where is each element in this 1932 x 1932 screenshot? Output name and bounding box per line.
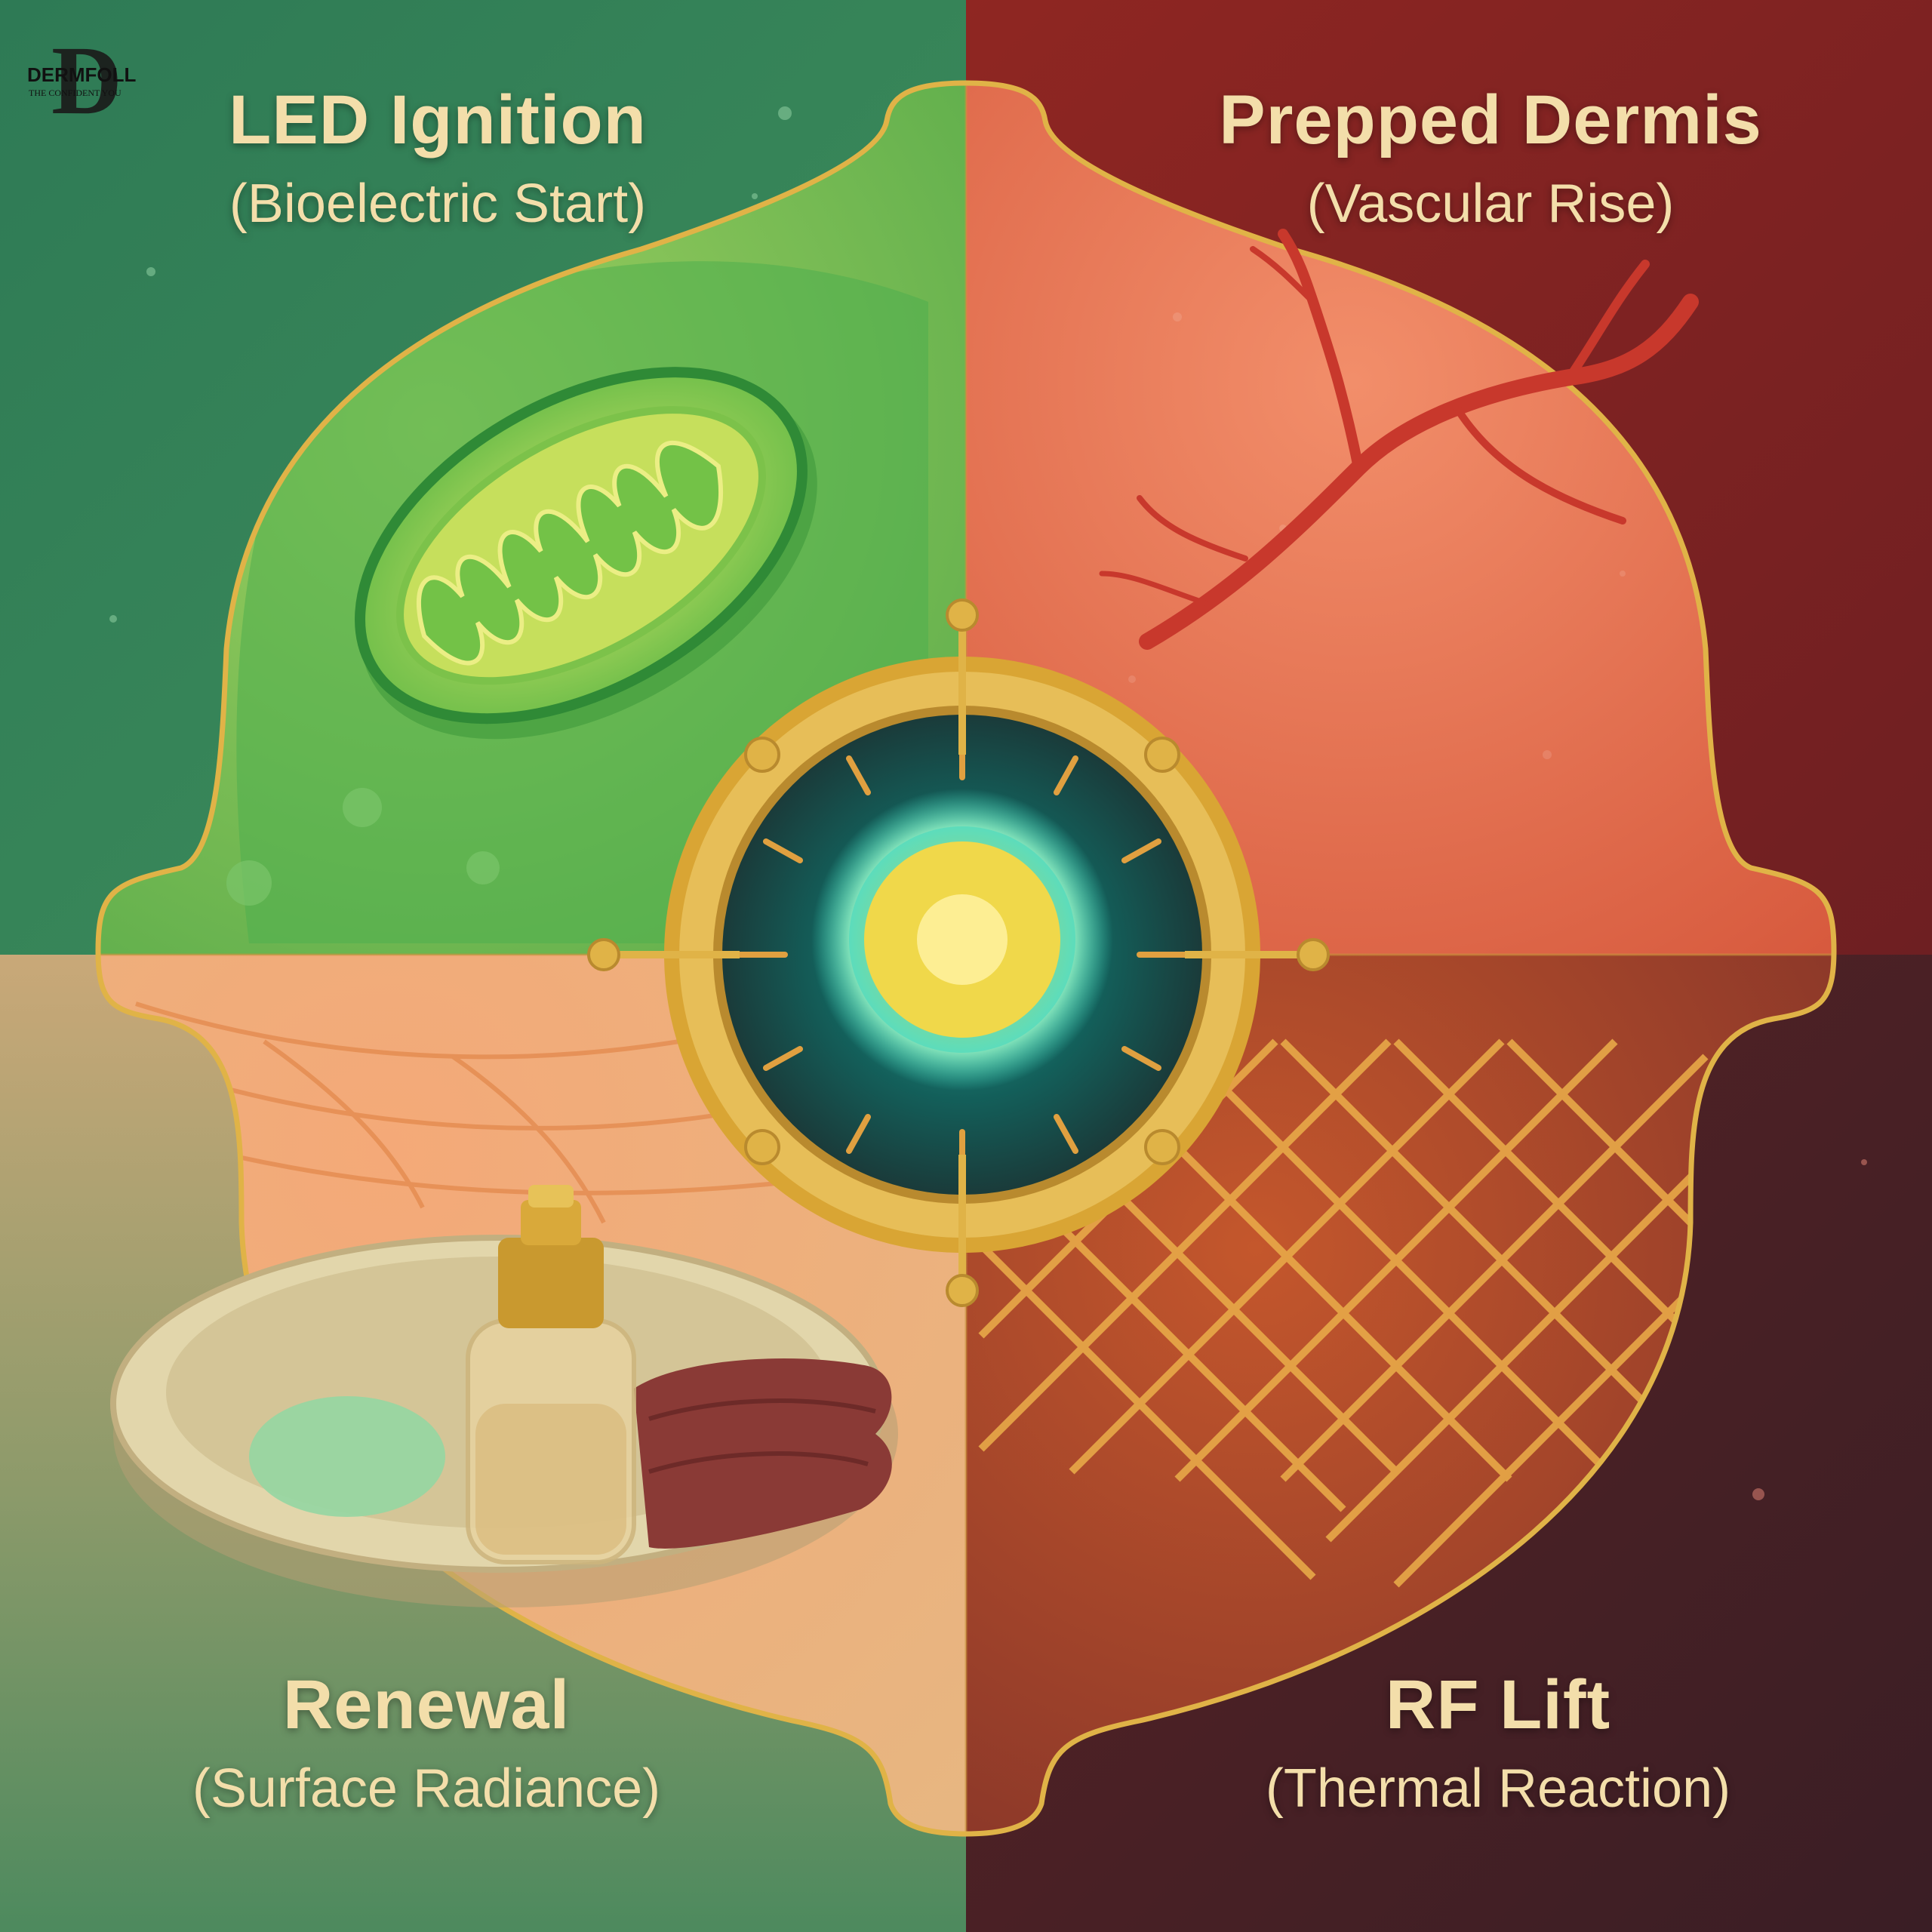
towel-icon xyxy=(634,1358,892,1549)
brand-logo: D DERMFOLL THE CONFIDENT YOU xyxy=(23,32,166,130)
brand-name: DERMFOLL xyxy=(27,63,137,86)
quadrant-label-top-right: Prepped Dermis (Vascular Rise) xyxy=(1219,75,1762,243)
blood-vessel-icon xyxy=(1099,229,1699,650)
quadrant-subtitle: (Thermal Reaction) xyxy=(1265,1758,1731,1819)
quadrant-title: Renewal xyxy=(282,1666,571,1743)
quadrant-subtitle: (Vascular Rise) xyxy=(1306,174,1675,234)
brand-letter: D xyxy=(51,26,122,135)
quadrant-label-bottom-left: Renewal (Surface Radiance) xyxy=(192,1660,660,1828)
quadrant-title: Prepped Dermis xyxy=(1219,82,1762,158)
quadrant-label-top-left: LED Ignition (Bioelectric Start) xyxy=(229,75,647,243)
quadrant-subtitle: (Bioelectric Start) xyxy=(229,174,647,234)
quadrant-title: LED Ignition xyxy=(229,82,647,158)
quadrant-label-bottom-right: RF Lift (Thermal Reaction) xyxy=(1266,1660,1730,1828)
mitochondrion-icon xyxy=(355,367,817,740)
quadrant-subtitle: (Surface Radiance) xyxy=(192,1758,661,1819)
core-orb-icon xyxy=(587,598,1330,1307)
quadrant-title: RF Lift xyxy=(1385,1666,1611,1743)
serum-bottle-icon xyxy=(466,1185,636,1564)
brand-tagline: THE CONFIDENT YOU xyxy=(29,88,122,98)
